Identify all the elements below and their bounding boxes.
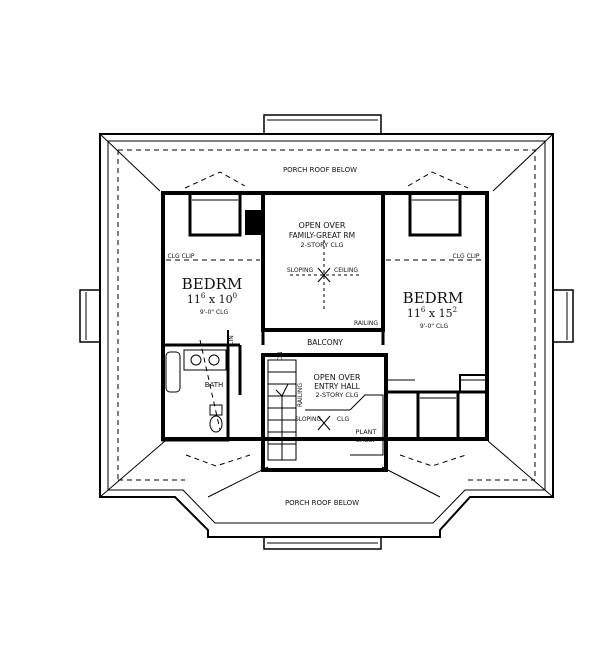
shelf-label: SHELF — [356, 436, 377, 444]
bedrm-left-dims: 116 x 100 — [187, 292, 237, 306]
closet-rods — [192, 199, 485, 399]
bedrm-right-dims: 116 x 152 — [407, 306, 457, 320]
sloping-label-2: SLOPING — [295, 416, 322, 423]
porch-roof-top-label: PORCH ROOF BELOW — [283, 166, 357, 174]
ceiling-label: CEILING — [334, 267, 358, 274]
interior-walls — [161, 191, 489, 472]
sloping-label: SLOPING — [287, 267, 314, 274]
open-over-entry-label: OPEN OVER — [314, 373, 361, 382]
clg-label-2: CLG — [337, 416, 350, 423]
porch-roof-bottom-label: PORCH ROOF BELOW — [285, 499, 359, 507]
bath-fixtures — [165, 349, 227, 433]
railing-label-1: RAILING — [354, 320, 378, 327]
bedrm-right-label: BEDRM — [403, 289, 464, 307]
roof-bumps — [79, 114, 574, 550]
bath-label: BATH — [205, 381, 224, 389]
bedrm-left-clg-label: 9'-0" CLG — [200, 309, 229, 316]
clg-clip-left-label: CLG CLIP — [167, 253, 194, 260]
dn-label: DN — [277, 351, 284, 360]
open-over-family-label: OPEN OVER — [299, 221, 346, 230]
bedrm-left-label: BEDRM — [182, 275, 243, 293]
entry-hall-label: ENTRY HALL — [314, 382, 361, 391]
lin-label: LIN — [228, 335, 235, 345]
family-great-rm-label: FAMILY-GREAT RM — [289, 231, 355, 240]
clg-clip-right-label: CLG CLIP — [452, 253, 479, 260]
plant-label: PLANT — [356, 428, 377, 436]
balcony-label: BALCONY — [307, 338, 343, 347]
roof-outline — [99, 133, 554, 538]
railing-label-2: RAILING — [297, 383, 304, 407]
ceiling-slope-marks — [290, 240, 360, 431]
stairs — [267, 359, 384, 461]
two-story-clg-label-1: 2-STORY CLG — [300, 241, 343, 249]
two-story-clg-label-2: 2-STORY CLG — [315, 391, 358, 399]
bedrm-right-clg-label: 9'-0" CLG — [420, 323, 449, 330]
